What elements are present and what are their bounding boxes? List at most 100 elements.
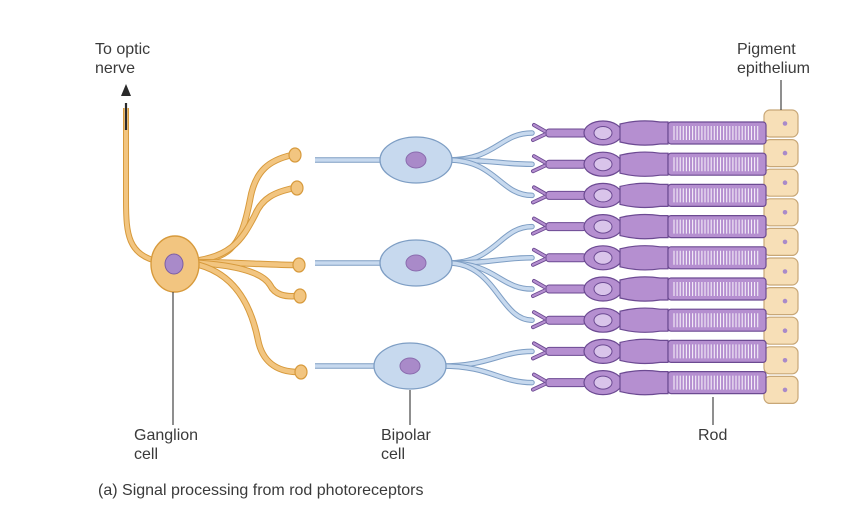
ganglion-synapse-knob (293, 288, 307, 304)
bipolar-dendrite (445, 130, 535, 163)
pigment-cell-nucleus (782, 150, 788, 156)
pigment-cell-nucleus (782, 239, 788, 245)
pigment-cell (763, 109, 799, 138)
rod-nucleus (593, 313, 613, 328)
bipolar-nucleus (405, 254, 427, 272)
pigment-epithelium-layer (763, 109, 799, 404)
rod-axon (545, 253, 587, 263)
bipolar-dendrite-fill (446, 261, 534, 322)
rod-inner-segment (619, 213, 669, 240)
bipolar-cells (315, 130, 535, 390)
ganglion-dendrite-fill (179, 259, 301, 375)
rod-cell (531, 182, 767, 209)
rod-cell (531, 245, 767, 271)
bipolar-dendrite-fill (446, 158, 534, 198)
label-ganglion-cell: Ganglion cell (134, 427, 199, 463)
rod-cell (531, 369, 767, 396)
rod-outer-segment-disks (673, 250, 759, 265)
rod-photoreceptors (531, 120, 767, 396)
rod-nucleus (593, 282, 613, 296)
rod-nucleus (593, 375, 613, 390)
rod-inner-segment (619, 338, 669, 365)
rod-inner-segment (619, 307, 669, 333)
rod-nucleus (593, 188, 613, 203)
rod-axon (545, 190, 587, 200)
rod-inner-segment (619, 369, 669, 396)
label-rod: Rod (698, 427, 728, 444)
rod-cell (531, 276, 767, 302)
rod-inner-segment (619, 276, 669, 302)
rod-outer-segment-disks (673, 219, 759, 234)
ganglion-synapse-knob (294, 364, 308, 380)
label-bipolar-cell: Bipolar cell (381, 427, 431, 463)
bipolar-cell (315, 342, 535, 390)
pigment-cell-nucleus (782, 269, 788, 274)
rod-cell (531, 307, 767, 333)
rod-cell (531, 213, 767, 240)
rod-nucleus (593, 250, 613, 265)
label-to-optic-nerve: To optic nerve (95, 41, 151, 77)
rod-axon (545, 222, 587, 232)
ganglion-axon-fill (124, 108, 161, 264)
ganglion-synapse-knob (292, 257, 306, 273)
caption-marker: (a) (98, 482, 118, 499)
rod-inner-segment (619, 120, 669, 146)
rod-outer-segment-disks (673, 157, 759, 172)
rod-outer-segment-disks (673, 126, 759, 140)
pigment-cell-nucleus (782, 387, 788, 393)
up-arrow-icon (121, 84, 131, 96)
rod-outer-segment-disks (673, 188, 759, 203)
bipolar-dendrite-fill (440, 364, 534, 385)
bipolar-cell (315, 130, 535, 199)
figure-caption: (a) Signal processing from rod photorece… (98, 482, 424, 500)
rod-axon (545, 315, 587, 325)
pigment-cell (763, 198, 799, 227)
pigment-cell-nucleus (782, 298, 788, 304)
ganglion-dendrite (178, 184, 298, 266)
rod-axon (545, 128, 587, 138)
pigment-cell (763, 346, 799, 375)
pigment-cell-nucleus (782, 358, 788, 363)
ganglion-dendrite-fill (179, 259, 300, 299)
bipolar-nucleus (399, 357, 421, 375)
label-leader-lines (172, 80, 782, 425)
rod-inner-segment (619, 151, 669, 177)
bipolar-cell (315, 223, 535, 323)
pigment-cell (763, 139, 799, 168)
rod-axon (545, 378, 587, 388)
pigment-cell (763, 287, 799, 316)
rod-axon (545, 159, 587, 169)
rod-nucleus (593, 344, 613, 359)
pigment-cell (763, 168, 799, 197)
rod-axon (545, 346, 587, 356)
ganglion-nucleus (164, 253, 184, 275)
pigment-cell-nucleus (782, 210, 788, 215)
bipolar-nucleus (405, 151, 427, 169)
ganglion-dendrite (178, 258, 302, 376)
ganglion-cell-group (121, 84, 308, 380)
rod-cell (531, 120, 767, 146)
rod-outer-segment-disks (673, 282, 759, 296)
pigment-cell (763, 257, 799, 286)
rod-inner-segment (619, 182, 669, 209)
pigment-cell (763, 316, 799, 345)
rod-cell (531, 338, 767, 365)
rod-outer-segment-disks (673, 313, 759, 328)
rod-axon (545, 284, 587, 294)
ganglion-synapse-knob (290, 180, 304, 196)
ganglion-dendrite-fill (179, 185, 297, 265)
pigment-cell (763, 227, 799, 256)
rod-cell (531, 151, 767, 177)
pigment-cell-nucleus (782, 328, 788, 334)
pigment-cell (763, 375, 799, 404)
pigment-cell-nucleus (782, 180, 788, 185)
rod-outer-segment-disks (673, 344, 759, 359)
rod-nucleus (593, 219, 613, 234)
label-pigment-epithelium: Pigment epithelium (737, 41, 810, 77)
rod-nucleus (593, 126, 613, 140)
rod-outer-segment-disks (673, 375, 759, 390)
caption-text: Signal processing from rod photoreceptor… (122, 482, 424, 499)
rod-nucleus (593, 157, 613, 172)
